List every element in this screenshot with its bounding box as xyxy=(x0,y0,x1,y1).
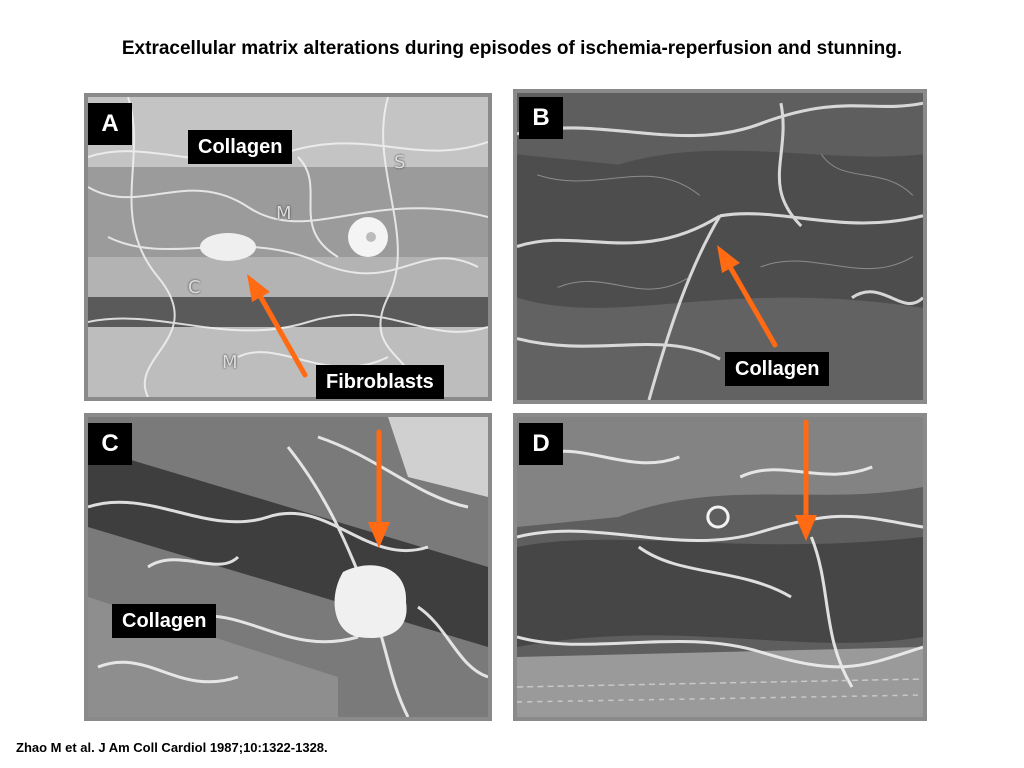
panel-c: C xyxy=(84,413,492,721)
label-collagen-c: Collagen xyxy=(112,604,217,638)
panel-b-letter: B xyxy=(519,97,563,139)
panel-c-letter: C xyxy=(88,423,132,465)
micrograph-b xyxy=(517,93,923,400)
micro-label-m-lower: M xyxy=(222,352,238,373)
panel-d-letter: D xyxy=(519,423,563,465)
label-fibroblasts: Fibroblasts xyxy=(316,365,444,399)
panel-d: D xyxy=(513,413,927,721)
label-collagen-b: Collagen xyxy=(725,352,830,386)
micro-label-m-upper: M xyxy=(276,203,292,224)
micrograph-d xyxy=(517,417,923,717)
micro-label-s: S xyxy=(394,152,406,173)
label-collagen-a: Collagen xyxy=(188,130,293,164)
panel-a-letter: A xyxy=(88,103,132,145)
citation: Zhao M et al. J Am Coll Cardiol 1987;10:… xyxy=(16,740,328,755)
micro-label-c: C xyxy=(188,277,201,298)
micrograph-c xyxy=(88,417,488,717)
slide-title: Extracellular matrix alterations during … xyxy=(121,38,903,59)
panel-b: B xyxy=(513,89,927,404)
